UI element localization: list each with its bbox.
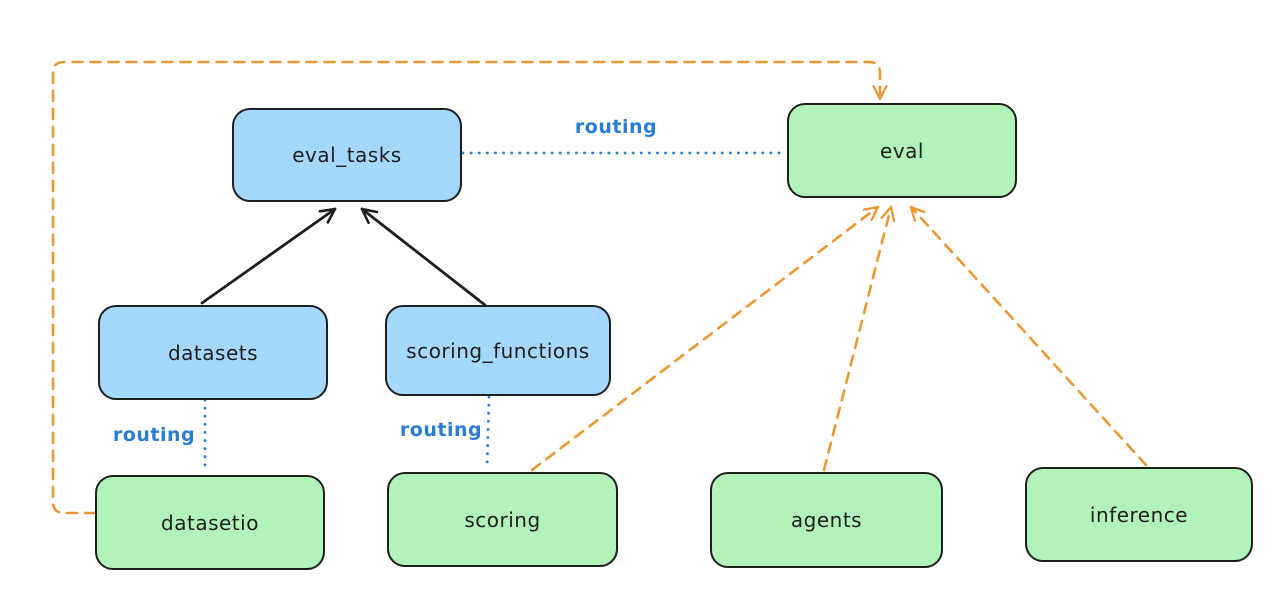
node-scoring_functions-label: scoring_functions [406,338,590,363]
node-eval-label: eval [880,138,924,163]
edge-agents-to-eval [822,205,896,472]
node-scoring_functions: scoring_functions [385,305,611,396]
edge-label-routing-scoring_functions-scoring: routing [399,419,483,441]
edge-label-routing-eval_tasks-eval: routing [574,116,658,138]
node-agents-label: agents [790,508,863,532]
node-datasets: datasets [98,305,328,400]
node-datasets-label: datasets [167,340,259,365]
node-datasetio-label: datasetio [161,510,259,535]
edge-datasets-to-eval_tasks [200,207,337,305]
edge-label-routing-datasets-datasetio: routing [112,424,196,446]
edge-inference-to-eval [909,205,1148,467]
edge-scoring_functions-to-eval_tasks [360,207,487,307]
node-eval_tasks: eval_tasks [232,108,462,202]
node-inference: inference [1025,467,1253,562]
node-eval_tasks-label: eval_tasks [292,143,402,167]
node-inference-label: inference [1089,502,1189,527]
node-eval: eval [787,103,1017,198]
node-agents: agents [710,472,943,568]
node-scoring-label: scoring [464,507,541,532]
node-scoring: scoring [387,472,618,567]
node-datasetio: datasetio [95,475,325,570]
